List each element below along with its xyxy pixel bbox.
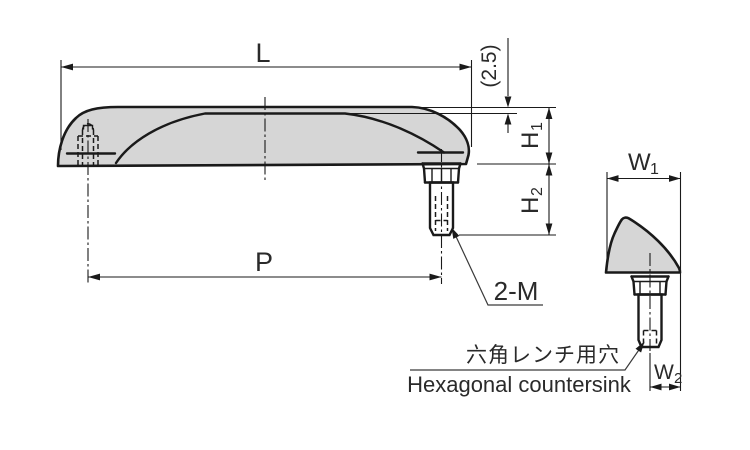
svg-text:H: H: [517, 132, 544, 149]
end-profile: [604, 216, 682, 274]
dimension-H1-H2: H 1 H 2: [459, 107, 556, 236]
callout-2M: 2-M: [451, 227, 543, 306]
dimension-P: P: [88, 247, 442, 281]
svg-text:H: H: [517, 197, 544, 214]
stud-shank-side: [428, 181, 455, 237]
side-view: [56, 97, 471, 284]
label-W1: W 1: [628, 149, 659, 178]
label-W2: W 2: [654, 361, 682, 387]
handle-inner-edge: [114, 112, 446, 165]
note-hexagonal-countersink: 六角レンチ用穴 Hexagonal countersink: [407, 341, 645, 397]
note-english: Hexagonal countersink: [407, 372, 632, 397]
svg-text:2: 2: [674, 370, 682, 387]
label-L: L: [255, 38, 270, 68]
svg-text:W: W: [628, 149, 651, 176]
svg-text:1: 1: [650, 161, 659, 178]
label-H1: H 1: [517, 122, 546, 149]
label-2M: 2-M: [494, 276, 539, 306]
end-view: [604, 216, 682, 351]
dimension-W2: W 2: [649, 353, 682, 391]
note-japanese: 六角レンチ用穴: [466, 344, 620, 367]
dimension-2-5: (2.5): [345, 38, 556, 133]
svg-text:1: 1: [529, 122, 546, 131]
label-H2: H 2: [517, 187, 546, 214]
svg-text:2: 2: [529, 187, 546, 196]
label-P: P: [255, 247, 273, 277]
dimension-L: L: [60, 38, 473, 150]
svg-text:W: W: [654, 361, 674, 384]
label-2-5: (2.5): [478, 44, 501, 87]
dimension-W1: W 1: [606, 149, 682, 391]
